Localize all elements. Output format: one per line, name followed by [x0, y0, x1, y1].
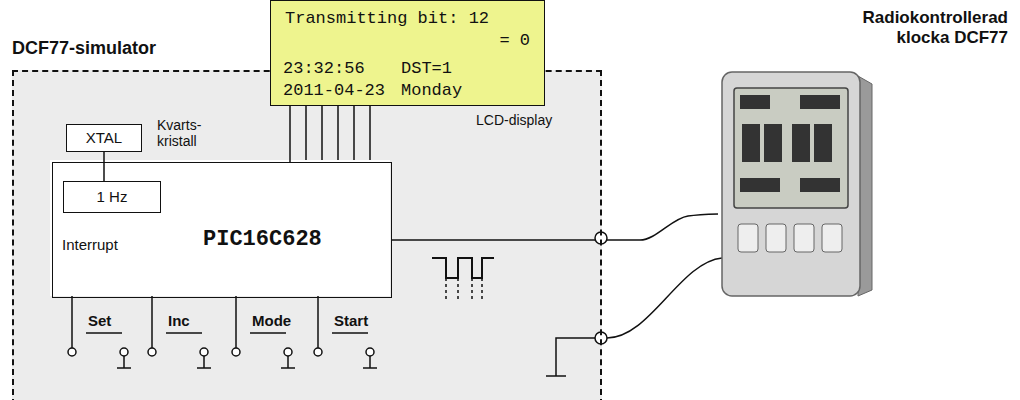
segment: [792, 124, 810, 162]
node-text: Radiokontrollerad klocka DCF77: [818, 8, 1008, 48]
part-label: Kvarts- kristall: [157, 117, 229, 149]
crystal-box: XTAL: [66, 124, 142, 152]
button-label: Set: [88, 312, 111, 329]
node-text: PIC16C628: [203, 227, 322, 252]
chip-ground: [50, 160, 390, 296]
bus-line: [321, 106, 323, 160]
node-text: 23:32:56: [283, 59, 365, 78]
interrupt-box: 1 HzInterrupt: [63, 181, 161, 213]
ground-line: [556, 338, 595, 376]
switch-contact: [284, 348, 292, 356]
pulse-dots: [446, 278, 482, 302]
bus-line: [369, 106, 371, 160]
node-text: Monday: [401, 81, 462, 100]
switch-contact: [314, 348, 322, 356]
bus-line: [305, 106, 307, 160]
ground-wire: [546, 258, 722, 376]
pulse-line: [432, 258, 494, 278]
switch-symbol: [236, 296, 295, 368]
switch-contact: [120, 348, 128, 356]
contacts: [68, 232, 607, 356]
switch-symbol: [152, 296, 211, 368]
segment: [740, 178, 780, 192]
simulator-ground: [12, 70, 602, 400]
switch-symbol: [318, 296, 377, 368]
switch-contact: [200, 348, 208, 356]
clock-button: [794, 224, 814, 252]
node-text: XTAL: [86, 129, 122, 146]
button-label: Inc: [168, 312, 190, 329]
node-text: Transmitting bit: 12: [285, 9, 489, 28]
button-switches: [72, 296, 377, 368]
clock-screen: [734, 88, 848, 208]
button-label: Mode: [252, 312, 291, 329]
part-label: LCD-display: [476, 112, 552, 128]
signal-wave: [432, 258, 494, 302]
wire-connector: [392, 214, 718, 240]
switch-contact: [148, 348, 156, 356]
switch-symbol: [72, 296, 131, 368]
radio-clock: Radiokontrollerad klocka DCF77: [718, 70, 863, 296]
segment: [764, 124, 782, 162]
segment: [800, 95, 840, 109]
wire-connector: [103, 152, 105, 181]
clock-button: [822, 224, 842, 252]
clock-wire: [607, 258, 722, 338]
switch-contact: [232, 348, 240, 356]
clock-body: [722, 72, 860, 296]
wire-connector: [289, 106, 291, 162]
lcd-display: Transmitting bit: 12 = 0 23:32:56 DST=1 2011…: [270, 0, 545, 106]
node-text: 1 Hz: [97, 188, 128, 205]
button-label: Start: [334, 312, 368, 329]
node-text: = 0: [499, 31, 530, 50]
ground-symbol: [546, 375, 566, 377]
segment: [740, 95, 770, 109]
clock-buttons: [738, 224, 842, 252]
microcontroller-box: PIC16C6281 HzInterrupt: [52, 162, 392, 298]
segment: [814, 124, 832, 162]
lcd-bus: [306, 106, 370, 160]
node-text: 2011-04-23: [283, 81, 385, 100]
clock-illustration: [722, 72, 872, 296]
segment: [800, 178, 840, 192]
clock-segments: [740, 95, 840, 192]
clock-button: [738, 224, 758, 252]
clock-button: [766, 224, 786, 252]
switch-contact: [366, 348, 374, 356]
bus-line: [337, 106, 339, 160]
switch-contact: [68, 348, 76, 356]
segment: [742, 124, 760, 162]
node-text: Interrupt: [62, 236, 118, 253]
bus-line: [353, 106, 355, 160]
node-text: DST=1: [401, 59, 452, 78]
node-text: DCF77-simulator: [12, 38, 156, 59]
